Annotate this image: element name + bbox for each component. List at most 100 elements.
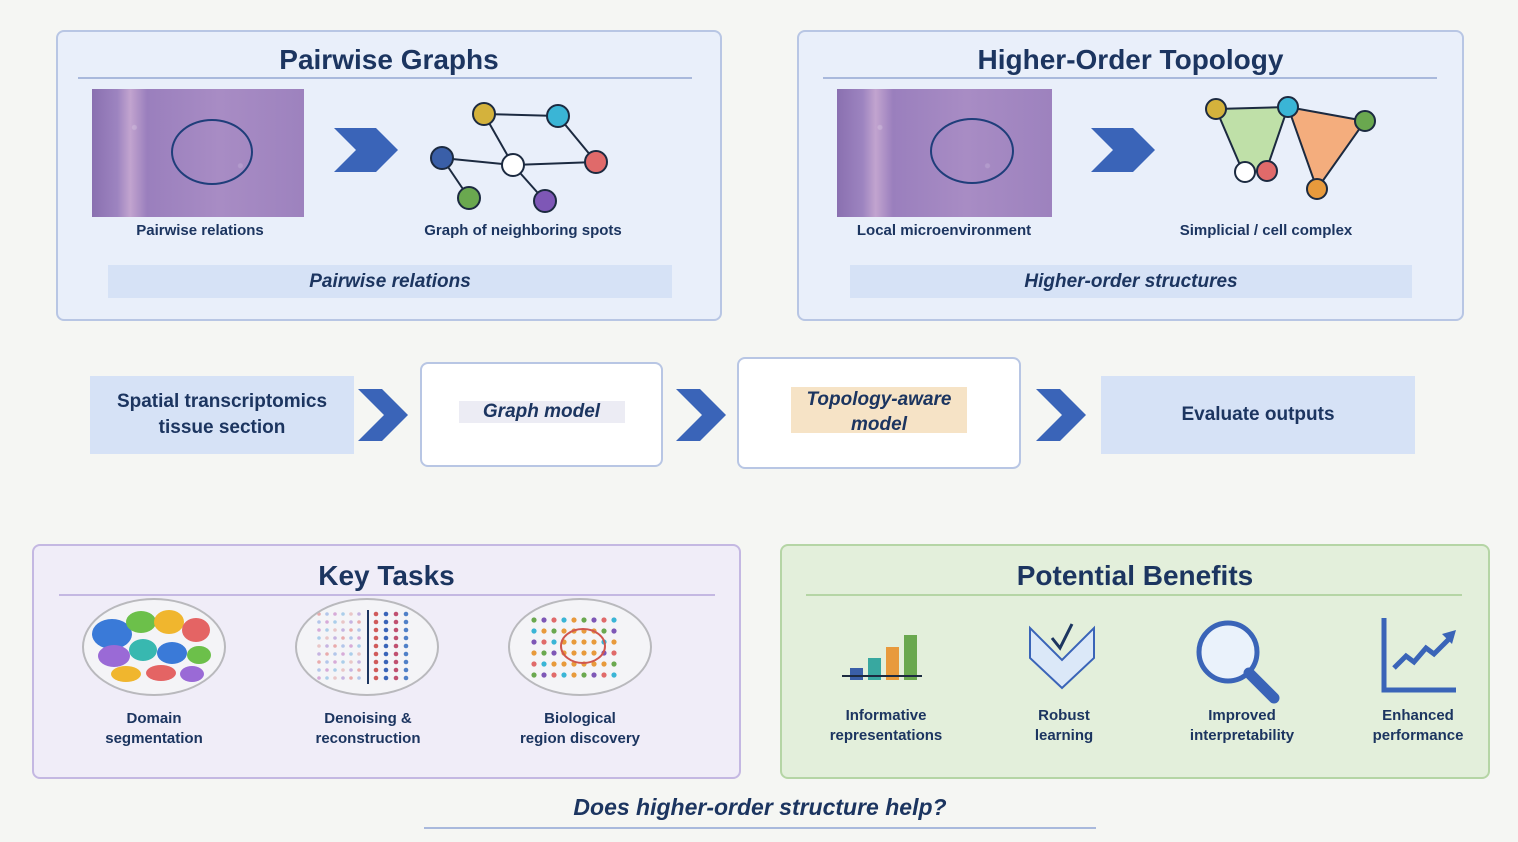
clean-dot (403, 675, 409, 681)
clean-dot (373, 659, 379, 665)
spot-dot (561, 617, 567, 623)
task-caption-domain: Domain segmentation (78, 709, 230, 749)
spot-dot (611, 672, 617, 678)
arrow-icon-right (1091, 128, 1155, 172)
clean-dot (393, 627, 399, 633)
noise-dot (317, 644, 321, 648)
clean-dot (373, 651, 379, 657)
spot-dot (571, 650, 577, 656)
node-cyan (1277, 96, 1299, 118)
task2-line1: Denoising & (324, 710, 412, 727)
pairwise-graph-diagram (430, 102, 608, 213)
noise-dot (349, 660, 353, 664)
noise-dot (325, 668, 329, 672)
spot-dot (611, 661, 617, 667)
clean-dot (373, 627, 379, 633)
noise-dot (317, 620, 321, 624)
flow-step3-line1: Topology-aware (806, 389, 952, 410)
noise-dot (325, 620, 329, 624)
noise-dot (317, 660, 321, 664)
clean-dot (373, 635, 379, 641)
clean-dot (393, 659, 399, 665)
denoising-dots-icon (317, 610, 409, 684)
footer-rule (424, 827, 1096, 829)
clean-dot (383, 611, 389, 617)
benefit-caption-informative: Informative representations (812, 706, 960, 746)
higher-order-title-rule (823, 77, 1437, 79)
clean-dot (393, 643, 399, 649)
pairwise-graphs-panel: Pairwise Graphs Pairwise relations Graph… (56, 30, 722, 321)
spot-dot (561, 672, 567, 678)
spot-dot (531, 661, 537, 667)
noise-dot (333, 668, 337, 672)
noise-dot (333, 660, 337, 664)
pairwise-title-rule (78, 77, 692, 79)
key-tasks-panel: Key Tasks Domain segmentation Denoisin (32, 544, 741, 779)
neighborhood-ellipse (171, 119, 253, 185)
flow-arrow-icon-2 (676, 389, 726, 441)
spot-dot (541, 650, 547, 656)
clean-dot (403, 611, 409, 617)
noise-dot (357, 612, 361, 616)
clean-dot (403, 651, 409, 657)
clean-dot (373, 675, 379, 681)
node-yellow (472, 102, 496, 126)
node-green (457, 186, 481, 210)
higher-order-title: Higher-Order Topology (977, 44, 1284, 75)
caption-simplicial-complex: Simplicial / cell complex (1179, 222, 1353, 239)
clean-dot (393, 635, 399, 641)
clean-dot (383, 667, 389, 673)
clean-dot (383, 619, 389, 625)
spot-dot (541, 661, 547, 667)
segmentation-blobs-icon (92, 610, 211, 682)
spot-dot (531, 628, 537, 634)
tissue-image-right (837, 89, 1052, 217)
shield-check-icon (1029, 623, 1095, 690)
noise-dot (333, 620, 337, 624)
noise-dot (317, 676, 321, 680)
clean-dot (383, 627, 389, 633)
noise-dot (349, 620, 353, 624)
noise-dot (357, 676, 361, 680)
footer-question: Does higher-order structure help? (573, 794, 947, 820)
spot-dot (601, 617, 607, 623)
flow-step-graph-model: Graph model (420, 362, 663, 467)
spot-dot (541, 628, 547, 634)
noise-dot (341, 636, 345, 640)
noise-dot (349, 612, 353, 616)
clean-dot (403, 667, 409, 673)
higher-order-structures-band: Higher-order structures (850, 265, 1412, 298)
noise-dot (357, 644, 361, 648)
benefit4-line2: performance (1372, 727, 1464, 744)
domain-segmentation-oval (82, 598, 226, 696)
noise-dot (349, 628, 353, 632)
noise-dot (317, 636, 321, 640)
clean-dot (373, 667, 379, 673)
clean-dot (403, 627, 409, 633)
noise-dot (317, 668, 321, 672)
trend-chart-icon (1381, 618, 1456, 693)
spot-dot (541, 617, 547, 623)
flow-step-spatial-transcriptomics: Spatial transcriptomics tissue section (90, 376, 354, 454)
noise-dot (341, 620, 345, 624)
task3-line1: Biological (544, 710, 616, 727)
spot-dot (591, 617, 597, 623)
noise-dot (333, 636, 337, 640)
region-discovery-oval (508, 598, 652, 696)
clean-dot (403, 643, 409, 649)
simplicial-complex-diagram (1205, 96, 1376, 200)
spot-dot (551, 617, 557, 623)
flow-arrow-icon-1 (358, 389, 408, 441)
spot-dot (561, 628, 567, 634)
caption-pairwise-relations: Pairwise relations (136, 222, 264, 239)
noise-dot (349, 636, 353, 640)
spot-dot (551, 672, 557, 678)
spot-dot (551, 639, 557, 645)
noise-dot (325, 636, 329, 640)
benefit1-line2: representations (829, 727, 943, 744)
key-tasks-title-rule (59, 594, 715, 596)
noise-dot (325, 652, 329, 656)
spot-dot (531, 672, 537, 678)
clean-dot (393, 619, 399, 625)
clean-dot (383, 659, 389, 665)
